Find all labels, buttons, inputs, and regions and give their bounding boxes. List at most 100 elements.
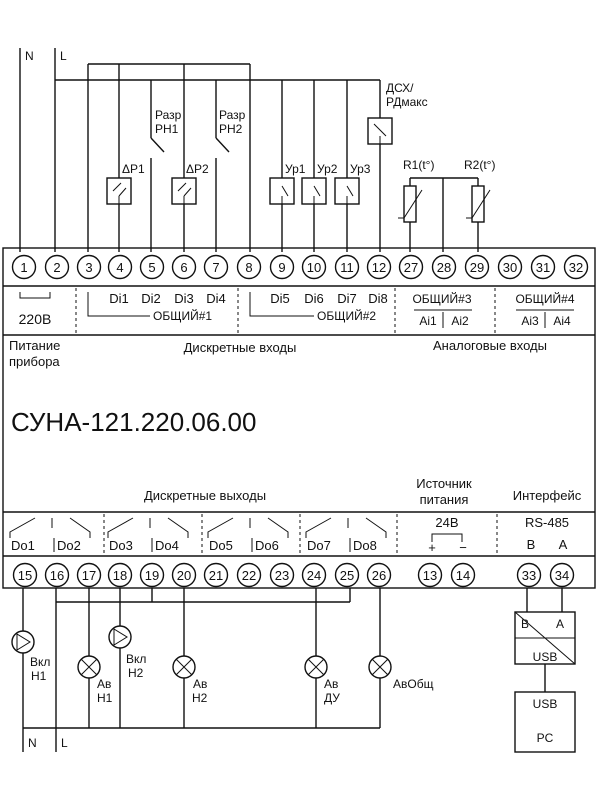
terminal-circle <box>139 562 165 588</box>
terminal-circle <box>203 254 229 280</box>
terminal-circle <box>366 254 392 280</box>
output-label-do2: Do2 <box>57 538 81 553</box>
terminal-circle <box>464 254 490 280</box>
converter-b-label: B <box>521 617 529 631</box>
terminal-circle <box>76 254 102 280</box>
dp1-label: ΔР1 <box>122 162 145 176</box>
analog-label-ai2: Ai2 <box>451 314 469 328</box>
terminal-circle <box>549 562 575 588</box>
analog-label-ai4: Ai4 <box>553 314 571 328</box>
terminal-circle <box>12 562 38 588</box>
terminal-number: 18 <box>113 568 127 583</box>
terminal-circle <box>44 254 70 280</box>
rs485-pin-a-label: A <box>559 537 568 552</box>
interface-label: Интерфейс <box>513 488 582 503</box>
discrete-inputs-label: Дискретные входы <box>184 340 297 355</box>
razr1-label-line1: Разр <box>155 108 182 122</box>
output-label-do4: Do4 <box>155 538 179 553</box>
terminal-number: 21 <box>209 568 223 583</box>
common1-label: ОБЩИЙ#1 <box>153 308 212 323</box>
terminal-circle <box>334 562 360 588</box>
terminal-number: 28 <box>437 260 451 275</box>
vkl-h2-label-line2: Н2 <box>128 666 144 680</box>
r2-label: R2(t°) <box>464 158 495 172</box>
pc-label: PC <box>537 731 554 745</box>
razr2-label-line1: Разр <box>219 108 246 122</box>
terminal-circle <box>516 562 542 588</box>
converter-a-label: A <box>556 617 564 631</box>
terminal-circle <box>398 254 424 280</box>
terminal-circle <box>431 254 457 280</box>
terminal-circle <box>76 562 102 588</box>
pc-usb-label: USB <box>533 697 558 711</box>
power-label-line1: Питание <box>9 338 60 353</box>
terminal-number: 5 <box>148 260 155 275</box>
mains-l-label-top: L <box>60 49 67 63</box>
terminal-circle <box>11 254 37 280</box>
terminal-circle <box>44 562 70 588</box>
common4-label: ОБЩИЙ#4 <box>515 291 574 306</box>
terminal-circle <box>203 562 229 588</box>
terminal-number: 29 <box>470 260 484 275</box>
common3-label: ОБЩИЙ#3 <box>412 291 471 306</box>
terminal-number: 13 <box>423 568 437 583</box>
thermistor-r2 <box>471 185 485 223</box>
input-label-di3: Di3 <box>174 291 194 306</box>
terminal-number: 12 <box>372 260 386 275</box>
dp2-sensor <box>171 177 197 205</box>
source-label-line2: питания <box>420 492 469 507</box>
source-minus-label: − <box>459 540 467 555</box>
terminal-circle <box>269 254 295 280</box>
terminal-circle <box>563 254 589 280</box>
terminal-number: 33 <box>522 568 536 583</box>
thermistor-r1 <box>403 185 417 223</box>
terminal-circle <box>171 562 197 588</box>
output-label-do8: Do8 <box>353 538 377 553</box>
terminal-number: 14 <box>456 568 470 583</box>
av-du-label-line2: ДУ <box>324 691 340 705</box>
device-body <box>2 247 596 589</box>
terminal-circle <box>139 254 165 280</box>
relay-output-do12: Do1 Do2 <box>9 517 91 553</box>
av-h1-label-line2: Н1 <box>97 691 113 705</box>
terminal-number: 23 <box>275 568 289 583</box>
relay-output-do56: Do5 Do6 <box>207 517 289 553</box>
terminal-number: 22 <box>242 568 256 583</box>
input-label-di4: Di4 <box>206 291 226 306</box>
terminal-circle <box>366 562 392 588</box>
pc-box <box>514 691 576 753</box>
terminal-number: 34 <box>555 568 569 583</box>
terminal-number: 2 <box>53 260 60 275</box>
terminal-number: 17 <box>82 568 96 583</box>
terminal-number: 30 <box>503 260 517 275</box>
terminal-circle <box>107 562 133 588</box>
terminal-number: 15 <box>18 568 32 583</box>
terminal-number: 7 <box>212 260 219 275</box>
terminal-number: 1 <box>20 260 27 275</box>
terminal-circle <box>530 254 556 280</box>
terminal-circle <box>417 562 443 588</box>
av-h1-label-line1: Ав <box>97 677 111 691</box>
terminal-number: 11 <box>340 260 354 275</box>
dsx-label-line1: ДСХ/ <box>386 81 414 95</box>
terminal-circle <box>107 254 133 280</box>
output-label-do6: Do6 <box>255 538 279 553</box>
razr1-label-line2: РН1 <box>155 122 179 136</box>
terminal-number: 19 <box>145 568 159 583</box>
relay-output-do78: Do7 Do8 <box>305 517 387 553</box>
av-h2-label-line1: Ав <box>193 677 207 691</box>
relay-output-do34: Do3 Do4 <box>107 517 189 553</box>
source-voltage-label: 24В <box>435 515 458 530</box>
terminal-circle <box>334 254 360 280</box>
common2-label: ОБЩИЙ#2 <box>317 308 376 323</box>
output-label-do3: Do3 <box>109 538 133 553</box>
av-h2-label-line2: Н2 <box>192 691 208 705</box>
vkl-h2-label-line1: Вкл <box>126 652 146 666</box>
terminal-number: 6 <box>180 260 187 275</box>
rs485-pin-b-label: B <box>527 537 536 552</box>
source-plus-label: + <box>428 540 436 555</box>
input-label-di1: Di1 <box>109 291 129 306</box>
output-label-do5: Do5 <box>209 538 233 553</box>
converter-usb-label: USB <box>533 650 558 664</box>
